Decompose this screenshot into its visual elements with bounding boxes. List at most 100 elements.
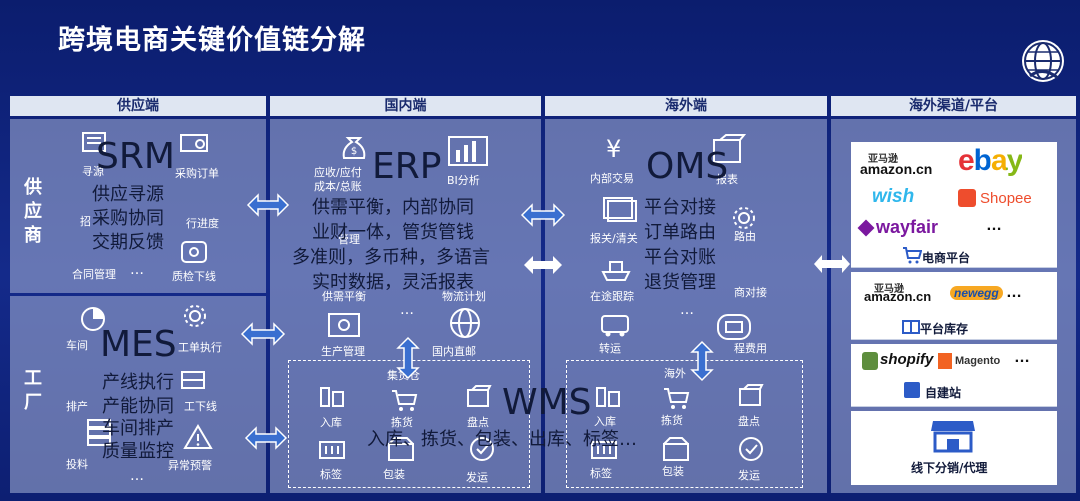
mes-label-scheduling: 排产 (66, 400, 88, 413)
customs-doc-icon (603, 197, 637, 222)
globe-logo-icon (1022, 40, 1064, 82)
double-arrow-erp-oms-white-icon (524, 256, 562, 274)
srm-line-1: 供应寻源 (92, 184, 164, 205)
erp-label-manage: 管理 (338, 233, 360, 246)
document-icon (82, 132, 106, 152)
header-supply: 供应端 (10, 96, 266, 116)
overseas-cart-icon (664, 388, 690, 409)
purchase-order-icon (180, 134, 208, 152)
globe-delivery-icon (450, 308, 480, 338)
overseas-package-icon (663, 437, 689, 461)
amazon-cn-cn-label-2: 亚马逊 (874, 284, 904, 295)
svg-text:$: $ (351, 146, 357, 157)
ship-icon (601, 261, 631, 281)
erp-line-2: 业财一体，管货管钱 (312, 222, 474, 243)
erp-label-balance: 供需平衡 (322, 290, 366, 303)
wayfair-logo: wayfair (876, 217, 939, 237)
wms-domestic-pack: 包装 (383, 468, 405, 481)
wms-domestic-count: 盘点 (467, 416, 489, 429)
side-label-supplier: 供 应 商 (22, 176, 44, 248)
mes-line-1: 产线执行 (102, 372, 174, 393)
ship-out-icon (470, 437, 494, 461)
oms-line-4: 退货管理 (644, 272, 716, 293)
warning-icon (183, 424, 213, 449)
storefront-icon (931, 421, 975, 453)
overseas-ship-icon (739, 437, 763, 461)
newegg-logo: newegg (950, 286, 1003, 300)
ebay-logo: ebay (958, 144, 1023, 178)
overseas-count-icon (739, 384, 764, 406)
oms-line-1: 平台对接 (644, 197, 716, 218)
srm-label-contract: 合同管理 (72, 268, 116, 281)
ebay-logo-text: ebay (958, 144, 1023, 177)
quality-check-icon (181, 241, 207, 263)
inventory-icon (902, 320, 920, 334)
srm-label-po: 采购订单 (175, 167, 219, 180)
oms-label-merchant: 商对接 (734, 286, 767, 299)
vertical-arrow-erp-wms-icon (396, 336, 420, 380)
shopify-logo: shopify (880, 351, 934, 368)
oms-title: OMS (646, 146, 729, 187)
selfbuilt-more: … (1014, 349, 1030, 366)
wms-line: 入库、拣货、包装、出库、标签… (367, 429, 637, 450)
erp-label-cost: 成本/总账 (314, 180, 362, 193)
report-box-icon (713, 134, 746, 163)
domestic-panel (270, 119, 541, 493)
erp-label-bi: BI分析 (447, 174, 480, 187)
shopee-logo: Shopee (980, 190, 1032, 207)
fee-card-icon (717, 314, 751, 340)
erp-label-logistics: 物流计划 (442, 290, 486, 303)
overseas-label-icon (591, 441, 617, 459)
wms-overseas-ship: 发运 (738, 469, 760, 482)
header-domestic: 国内端 (270, 96, 541, 116)
mes-line-4: 质量监控 (102, 441, 174, 462)
factory-label-text: 工 厂 (24, 368, 42, 413)
wms-domestic-pick: 拣货 (391, 416, 413, 429)
bus-icon (601, 315, 629, 337)
magento-logo: Magento (955, 355, 1001, 367)
offline-caption: 线下分销/代理 (911, 461, 988, 475)
mes-label-feeding: 投料 (66, 458, 88, 471)
wms-overseas-box (566, 360, 803, 488)
erp-label-ar-ap: 应收/应付 (314, 166, 362, 179)
ecommerce-caption: 电商平台 (922, 251, 971, 265)
srm-label-invite: 招 (80, 215, 91, 228)
double-arrow-mes-erp-icon (240, 322, 286, 346)
side-label-factory: 工 厂 (22, 367, 44, 415)
srm-title: SRM (96, 136, 175, 177)
erp-line-4: 实时数据，灵活报表 (312, 272, 474, 293)
inventory-caption: 平台库存 (920, 322, 969, 336)
amazon-cn-cn-label: 亚马逊 (868, 154, 898, 165)
amazon-cn-logo-2: amazon.cn (864, 289, 932, 304)
wms-domestic-ship: 发运 (466, 471, 488, 484)
header-overseas: 海外端 (545, 96, 827, 116)
oms-label-in-transit: 在途跟踪 (590, 290, 634, 303)
inventory-more: … (1006, 284, 1022, 301)
erp-label-direct-mail: 国内直邮 (432, 345, 476, 358)
server-icon (87, 419, 111, 446)
inventory-count-icon (467, 385, 492, 407)
ecommerce-more: … (986, 217, 1002, 234)
header-channels: 海外渠道/平台 (831, 96, 1076, 116)
erp-title: ERP (372, 146, 442, 187)
wms-domestic-in: 入库 (320, 416, 342, 429)
production-monitor-icon (328, 313, 360, 337)
oms-label-report: 报表 (716, 173, 738, 186)
srm-label-source: 寻源 (82, 165, 104, 178)
selfbuilt-caption: 自建站 (925, 386, 962, 400)
oms-label-internal: 内部交易 (590, 172, 634, 185)
page-title: 跨境电商关键价值链分解 (58, 25, 366, 56)
mes-label-more: … (130, 468, 144, 484)
gear-icon (184, 305, 206, 327)
wms-overseas-label: 海外 (664, 367, 686, 380)
amazon-cn-logo: amazon.cn (860, 161, 933, 177)
wish-logo: wish (872, 186, 915, 207)
label-barcode-icon (319, 441, 345, 459)
cart-plus-icon (903, 247, 922, 264)
wms-overseas-pick: 拣货 (661, 414, 683, 427)
shopee-bag-icon (958, 189, 976, 207)
srm-label-more: … (130, 262, 144, 278)
bi-chart-icon (448, 136, 488, 166)
double-arrow-srm-erp-icon (246, 193, 290, 217)
overseas-panel (545, 119, 827, 493)
